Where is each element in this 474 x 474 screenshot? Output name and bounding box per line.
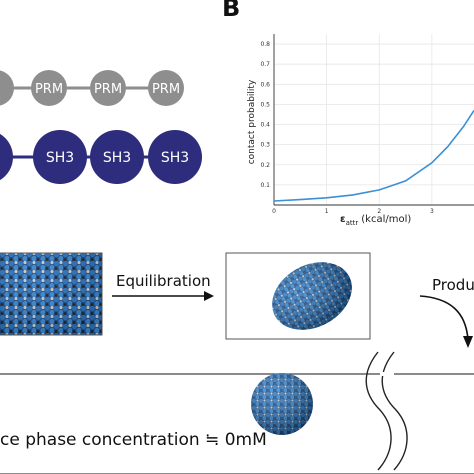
prm-node [31, 70, 67, 106]
production-label: Produ [432, 276, 474, 294]
panel-letter-b: B [222, 0, 241, 22]
droplet-shading [272, 262, 352, 330]
prm-label: PRM [152, 82, 180, 97]
axis-break-gap-top [380, 372, 394, 376]
sh3-label: SH3 [161, 150, 189, 166]
prm-node [0, 70, 14, 106]
y-tick-label: 0.6 [260, 81, 270, 88]
y-tick-label: 0.7 [260, 61, 270, 68]
contact-probability-line [273, 109, 474, 202]
x-axis-label-sub: attr [346, 219, 359, 227]
sh3-node [33, 130, 87, 184]
y-tick-label: 0.1 [260, 182, 270, 189]
equilibration-label: Equilibration [116, 272, 211, 290]
prm-label: PRM [94, 82, 122, 97]
sh3-label: SH3 [103, 150, 131, 166]
x-tick-label: 3 [430, 208, 434, 215]
initial-box-shading [0, 253, 102, 335]
sh3-node [90, 130, 144, 184]
x-tick-label: 2 [377, 208, 381, 215]
x-axis-label-main: ε [340, 214, 346, 225]
y-tick-label: 0.3 [260, 142, 270, 149]
prm-node [90, 70, 126, 106]
axis-break-right [381, 351, 408, 471]
chart-axes [273, 34, 474, 206]
chart-ticks: 0.1 0.2 0.3 0.4 0.5 0.6 0.7 0.8 0 1 2 3 [260, 41, 434, 215]
y-tick-label: 0.4 [260, 122, 270, 129]
contact-probability-chart: 0.1 0.2 0.3 0.4 0.5 0.6 0.7 0.8 0 1 2 3 contact pro… [247, 34, 474, 227]
equilibration-arrowhead [204, 291, 214, 301]
production-arrowhead [463, 336, 473, 348]
sh3-node [0, 133, 13, 181]
simulation-workflow [0, 252, 474, 474]
production-arrow [419, 295, 469, 341]
x-tick-label: 0 [272, 208, 276, 215]
x-axis-label-unit: (kcal/mol) [361, 214, 411, 225]
concentration-label: ce phase concentration ≒ 0mM [0, 430, 267, 450]
production-droplet-shading [251, 373, 313, 435]
axis-break-left [365, 351, 392, 471]
sh3-label: SH3 [46, 150, 74, 166]
x-axis-label: εattr(kcal/mol) [340, 214, 411, 227]
y-tick-label: 0.2 [260, 162, 270, 169]
prm-sh3-chain-diagram: PRM PRM PRM SH3 SH3 SH3 [0, 70, 202, 184]
chart-grid [273, 34, 474, 205]
prm-node [148, 70, 184, 106]
y-tick-label: 0.5 [260, 101, 270, 108]
y-axis-label: contact probability [247, 79, 257, 164]
y-tick-label: 0.8 [260, 41, 270, 48]
prm-label: PRM [35, 82, 63, 97]
sh3-node [148, 130, 202, 184]
x-tick-label: 1 [325, 208, 329, 215]
